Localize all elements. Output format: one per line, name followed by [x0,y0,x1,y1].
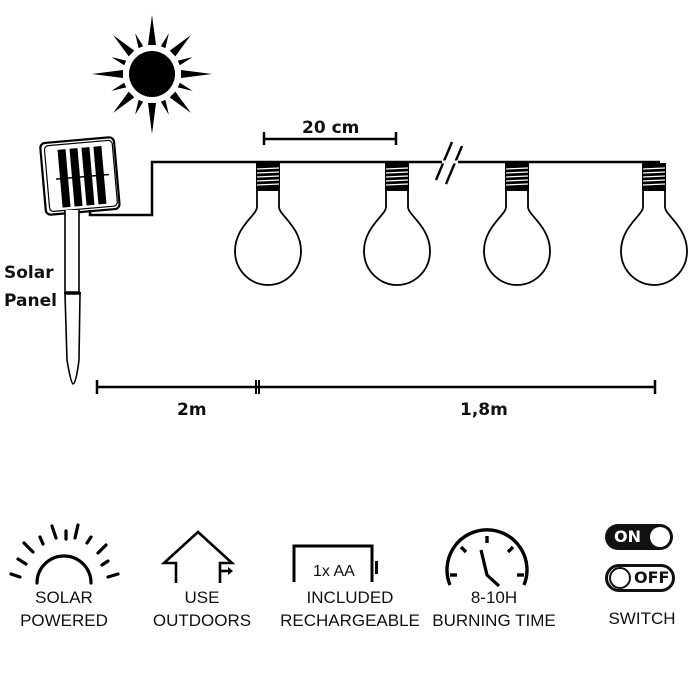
light-bulb-icon [483,162,551,286]
solar-panel-icon [39,136,121,385]
feature-burning-line2: BURNING TIME [432,611,556,630]
feature-switch-line1: SWITCH [608,609,676,628]
off-label: OFF [634,568,670,587]
on-label: ON [614,527,641,546]
feature-burning-line1: 8-10H [470,588,518,607]
switch-knob [650,527,670,547]
house-outdoor-icon [160,530,236,583]
battery-icon [292,544,378,582]
feature-battery-line2: RECHARGEABLE [280,611,420,630]
light-bulb-icon [234,162,302,286]
spacing-label: 20 cm [302,118,360,138]
spacing-dimension [262,132,398,145]
clock-gauge-icon [445,528,529,588]
length-dimension [95,380,657,394]
solar-sunrise-icon [9,523,120,585]
break-mark-icon [434,141,464,185]
sun-icon [92,15,212,134]
feature-battery-line1: INCLUDED [306,588,394,607]
off-switch-icon: OFF [605,564,675,592]
feature-outdoors: USE OUTDOORS [152,586,252,632]
solar-panel-label-line1: Solar [4,263,54,283]
feature-solar: SOLAR POWERED [14,586,114,632]
cable [88,160,660,217]
solar-panel-label: Solar Panel [4,259,57,315]
feature-outdoors-line2: OUTDOORS [152,611,252,630]
light-bulb-icon [363,162,431,286]
feature-battery: INCLUDED RECHARGEABLE [270,586,430,632]
battery-icon-text: 1x AA [313,563,355,580]
feature-outdoors-line1: USE [184,588,220,607]
feature-solar-line1: SOLAR [35,588,93,607]
on-switch-icon: ON [605,524,673,550]
feature-solar-line2: POWERED [20,611,108,630]
solar-panel-label-line2: Panel [4,291,57,311]
switch-knob [609,567,631,589]
light-bulb-icon [620,162,688,286]
lead-cable-length: 2m [177,400,207,420]
feature-burning: 8-10H BURNING TIME [424,586,564,632]
bulb-string-length: 1,8m [460,400,508,420]
feature-switch: SWITCH [592,607,692,630]
